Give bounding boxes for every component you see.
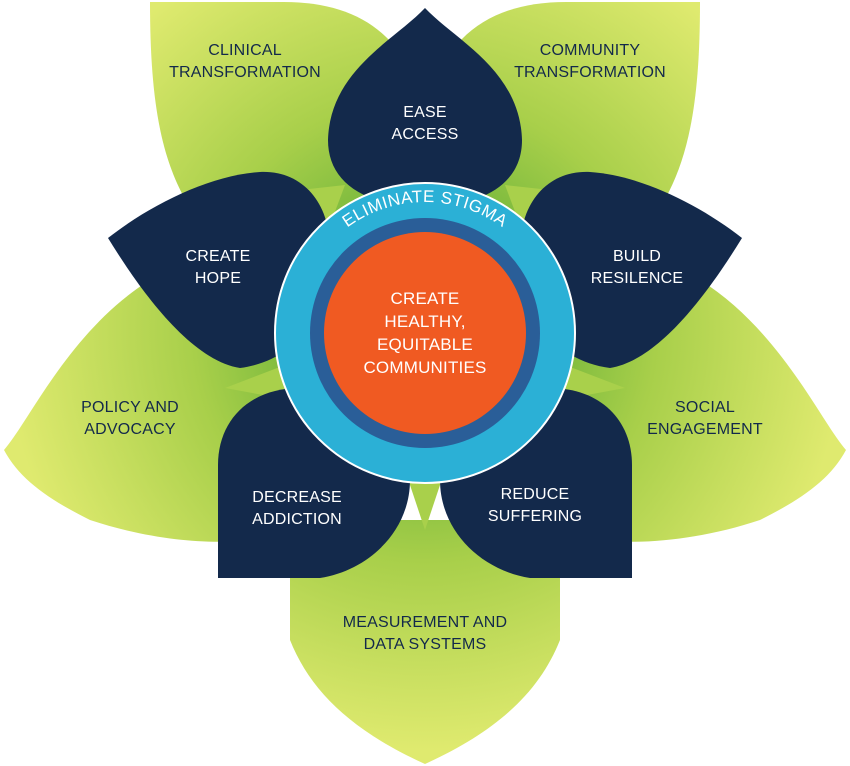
green-point-bottom (405, 470, 445, 530)
center-circle (324, 232, 526, 434)
outer-petal-measurement (290, 520, 560, 764)
label-decrease-addiction: DECREASE ADDICTION (252, 489, 342, 528)
inner-petal-ease-access (328, 8, 522, 208)
label-community: COMMUNITY TRANSFORMATION (514, 42, 666, 81)
center-rings: ELIMINATE STIGMA (274, 182, 576, 484)
label-build-resilence: BUILD RESILENCE (590, 248, 684, 287)
inner-petals (108, 8, 742, 578)
label-clinical: CLINICAL TRANSFORMATION (169, 42, 321, 81)
label-create-hope: CREATE HOPE (185, 248, 251, 287)
label-social: SOCIAL ENGAGEMENT (647, 399, 763, 438)
green-point-right (560, 365, 625, 400)
label-reduce-suffering: REDUCE SUFFERING (487, 486, 583, 525)
label-ease-access: EASE ACCESS (391, 104, 459, 143)
center-label: CREATE HEALTHY, EQUITABLE COMMUNITIES (363, 289, 487, 377)
label-measurement: MEASUREMENT AND DATA SYSTEMS (342, 614, 508, 653)
inner-petal-create-hope (108, 171, 330, 368)
label-policy: POLICY AND ADVOCACY (81, 399, 179, 438)
green-point-left (225, 365, 290, 400)
inner-petal-build-resilence (520, 171, 742, 368)
